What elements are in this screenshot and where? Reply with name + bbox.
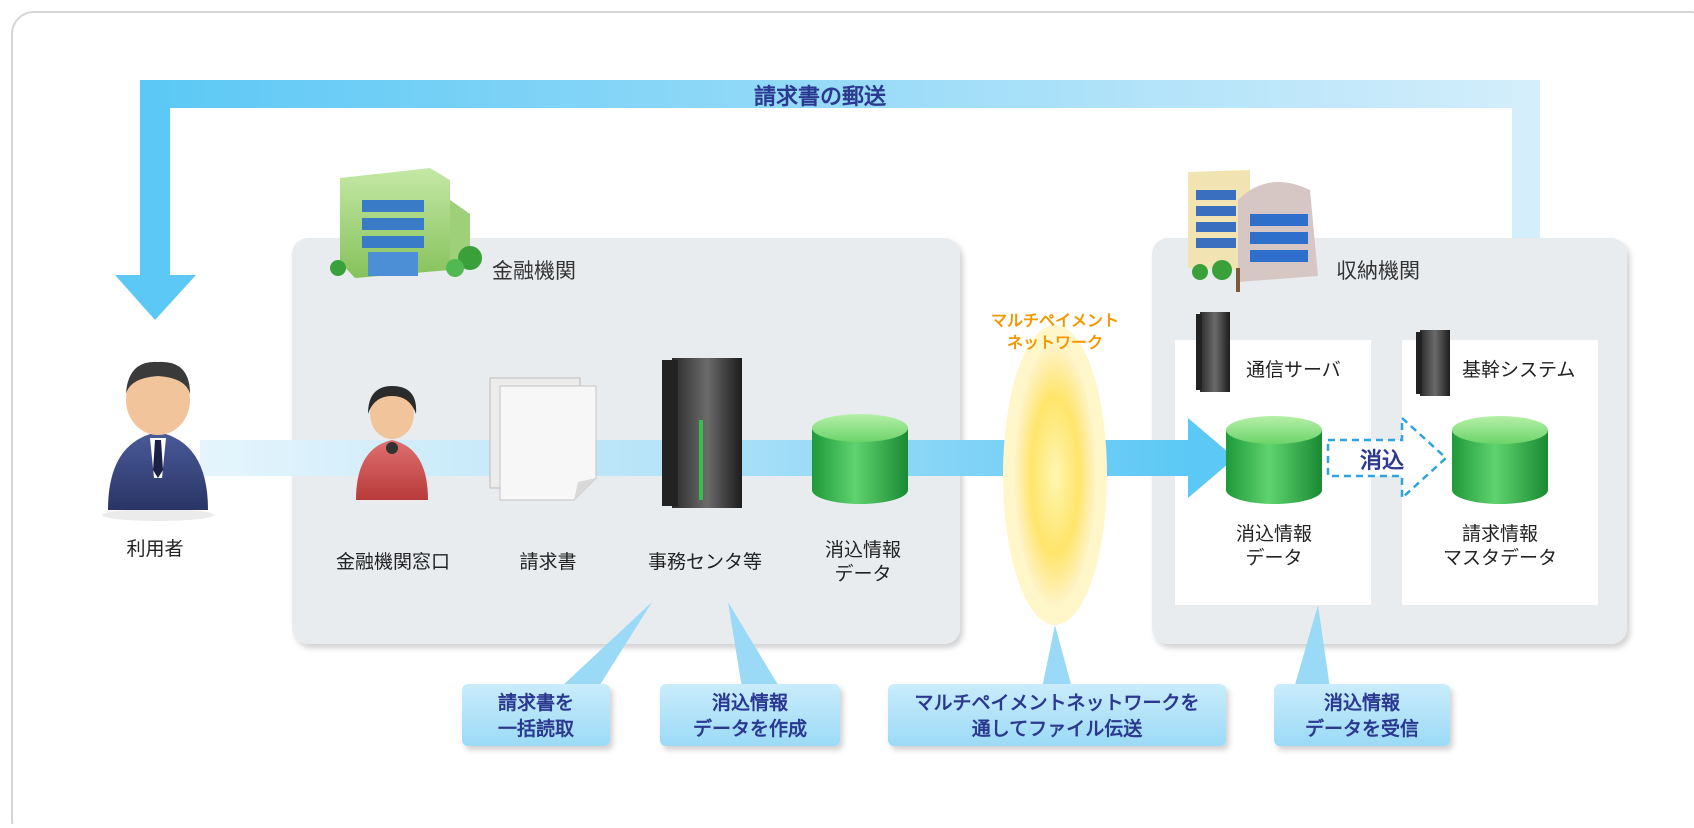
bank-building-icon bbox=[330, 168, 482, 278]
callout-create-data-line1: 消込情報 bbox=[712, 691, 789, 714]
callout-file-transfer: マルチペイメントネットワークを 通してファイル伝送 bbox=[888, 684, 1226, 746]
user-label: 利用者 bbox=[126, 538, 183, 560]
callout-receive-data-line1: 消込情報 bbox=[1324, 691, 1401, 714]
reconcile-arrow: 消込 bbox=[1326, 415, 1448, 501]
agency-building-icon bbox=[1188, 170, 1318, 292]
collection-agency-title: 収納機関 bbox=[1336, 259, 1420, 283]
user-person-icon bbox=[102, 361, 214, 521]
payment-network-lens bbox=[1003, 325, 1107, 625]
reconcile-label: 消込 bbox=[1360, 449, 1404, 474]
callout-file-transfer-line1: マルチペイメントネットワークを bbox=[914, 692, 1199, 714]
comm-server-label: 通信サーバ bbox=[1246, 359, 1341, 381]
invoice-document-icon bbox=[489, 377, 597, 501]
network-label-2: ネットワーク bbox=[1007, 333, 1103, 352]
callout-pointers bbox=[560, 602, 1330, 688]
core-system-icon bbox=[1416, 330, 1450, 396]
callout-create-data: 消込情報 データを作成 bbox=[660, 684, 840, 746]
financial-institution-title: 金融機関 bbox=[492, 259, 576, 283]
reconcile-data-db-icon bbox=[812, 414, 908, 504]
network-label-1: マルチペイメント bbox=[991, 311, 1119, 330]
comm-server-icon bbox=[1196, 312, 1230, 392]
callout-batch-read-line1: 請求書を bbox=[498, 691, 574, 714]
callout-receive-data: 消込情報 データを受信 bbox=[1274, 684, 1450, 746]
callout-create-data-line2: データを作成 bbox=[693, 717, 807, 740]
master-data-db-icon bbox=[1452, 416, 1548, 504]
master-data-label-1: 請求情報 bbox=[1462, 523, 1538, 545]
mail-flow-arrow: 請求書の郵送 bbox=[115, 80, 1540, 320]
agency-data-label-1: 消込情報 bbox=[1236, 523, 1312, 545]
processing-center-label: 事務センタ等 bbox=[648, 551, 762, 573]
mail-flow-label: 請求書の郵送 bbox=[754, 84, 886, 110]
teller-label: 金融機関窓口 bbox=[336, 551, 450, 573]
financial-data-label-1: 消込情報 bbox=[825, 539, 901, 561]
master-data-label-2: マスタデータ bbox=[1443, 547, 1557, 569]
core-system-label: 基幹システム bbox=[1462, 359, 1575, 381]
invoice-label: 請求書 bbox=[519, 551, 576, 573]
callout-batch-read-line2: 一括読取 bbox=[498, 717, 574, 740]
callout-file-transfer-line2: 通してファイル伝送 bbox=[972, 717, 1143, 740]
processing-server-icon bbox=[662, 358, 742, 508]
agency-data-db-icon bbox=[1226, 416, 1322, 504]
callout-receive-data-line2: データを受信 bbox=[1305, 717, 1419, 740]
callout-batch-read: 請求書を 一括読取 bbox=[462, 684, 610, 746]
teller-person-icon bbox=[356, 386, 428, 500]
financial-data-label-2: データ bbox=[834, 563, 891, 585]
agency-data-label-2: データ bbox=[1245, 547, 1302, 569]
